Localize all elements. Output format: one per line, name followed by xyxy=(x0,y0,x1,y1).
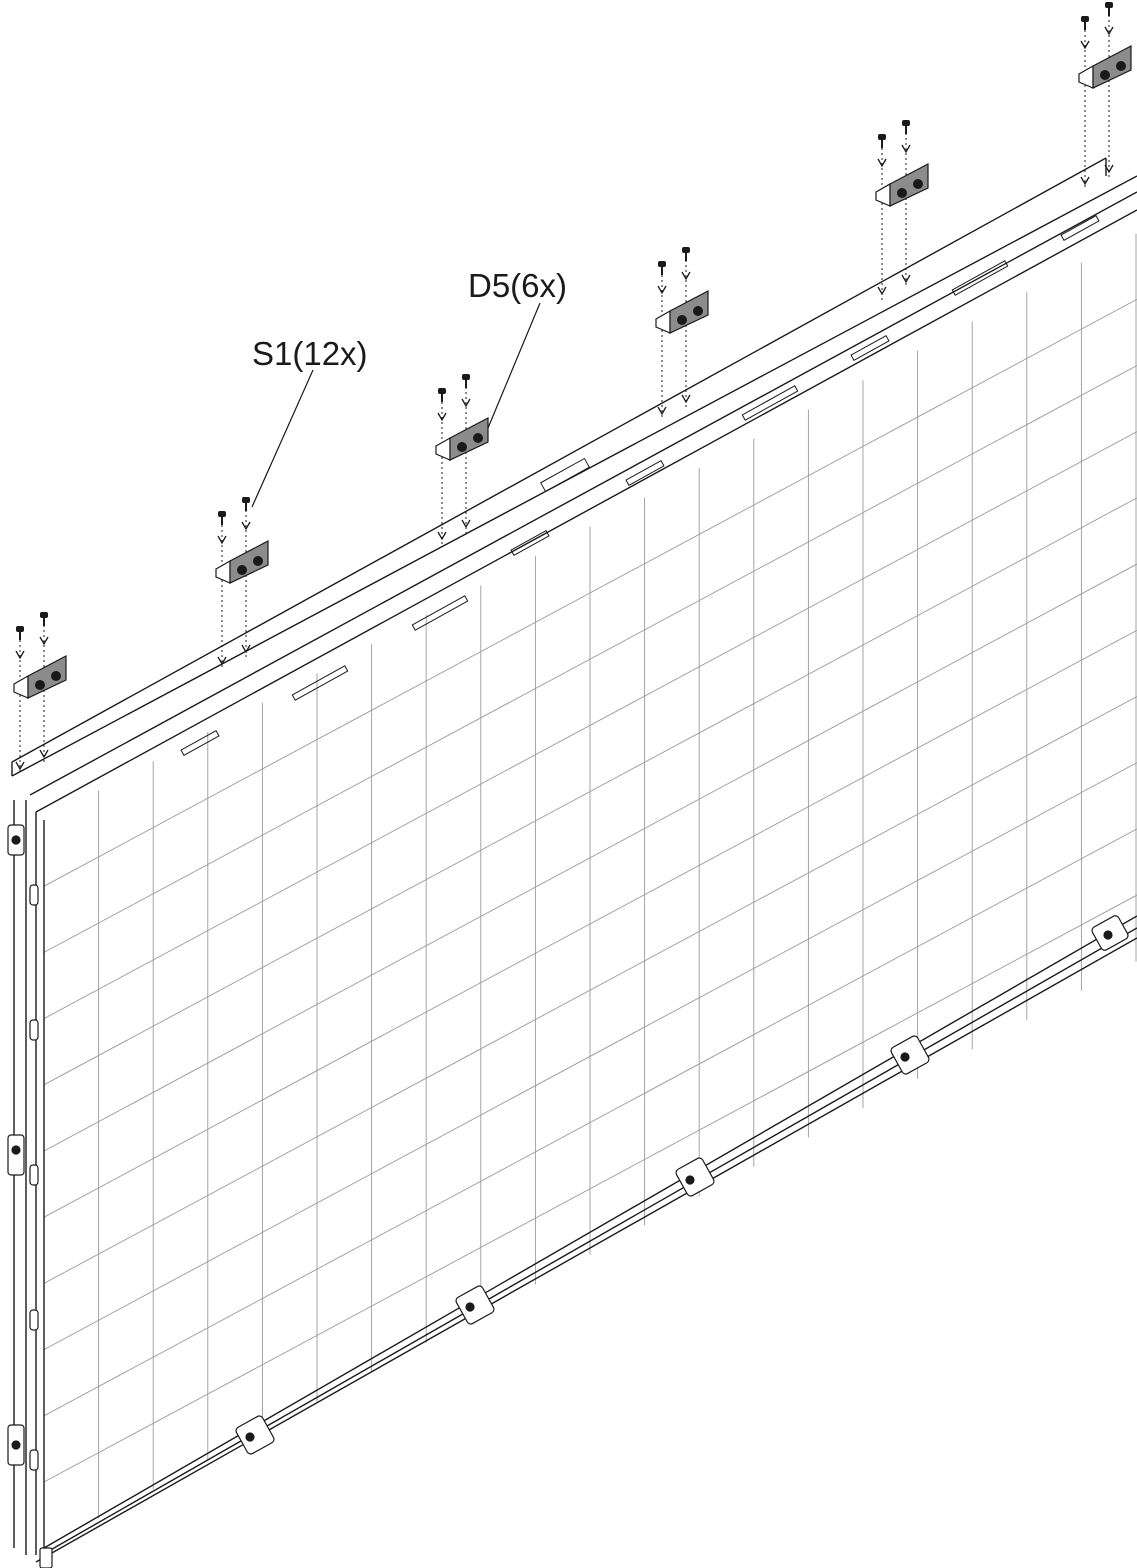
grid-line xyxy=(43,365,1137,953)
screw-icon xyxy=(438,388,446,402)
screw-icon xyxy=(462,374,470,388)
grid-line xyxy=(43,696,1137,1284)
arrow-icon xyxy=(217,656,227,666)
bracket-plate-icon xyxy=(215,540,269,584)
arrow-icon xyxy=(681,394,691,404)
screw-icon xyxy=(16,626,24,640)
screw-icon xyxy=(40,612,48,626)
bracket-plate-icon xyxy=(435,417,489,461)
grid-line xyxy=(43,298,1137,887)
bottom-clip xyxy=(235,1415,275,1455)
bracket-plate-icon xyxy=(1078,45,1132,89)
bracket-assembly xyxy=(875,120,929,300)
arrow-icon xyxy=(1080,40,1090,50)
arrow-icon xyxy=(1104,164,1114,174)
panel-frame xyxy=(11,157,1137,1563)
bracket-assembly xyxy=(1078,2,1132,190)
left-edge-clips xyxy=(7,824,53,1568)
arrow-icon xyxy=(241,521,251,531)
arrow-icon xyxy=(1080,176,1090,186)
arrow-icon xyxy=(877,158,887,168)
bottom-clip xyxy=(675,1157,715,1197)
mounting-brackets xyxy=(13,2,1132,775)
screw-icon xyxy=(878,134,886,148)
led-panel-grid xyxy=(43,233,1137,1548)
grid-line xyxy=(43,828,1137,1417)
bracket-assembly xyxy=(215,497,269,670)
bracket-callout-label: D5(6x) xyxy=(468,267,567,304)
arrow-icon xyxy=(241,644,251,654)
screw-icon xyxy=(1105,2,1113,16)
screw-icon xyxy=(1081,16,1089,30)
bottom-clip xyxy=(1091,915,1129,951)
arrow-icon xyxy=(461,398,471,408)
screw-callout-label: S1(12x) xyxy=(252,335,368,372)
grid-line xyxy=(43,762,1137,1350)
arrow-icon xyxy=(681,271,691,281)
arrow-icon xyxy=(39,749,49,759)
arrow-icon xyxy=(877,286,887,296)
callout-leaders xyxy=(251,302,541,508)
grid-line xyxy=(43,629,1137,1218)
screw-icon xyxy=(902,120,910,134)
grid-line xyxy=(43,431,1137,1019)
bracket-assembly xyxy=(435,374,489,545)
arrow-icon xyxy=(657,406,667,416)
grid-line xyxy=(43,497,1137,1086)
screw-leader-line xyxy=(251,369,314,508)
arrow-icon xyxy=(437,412,447,422)
top-rail-slots xyxy=(180,215,1100,756)
bracket-leader-line xyxy=(487,302,541,429)
bracket-plate-icon xyxy=(13,655,67,699)
screw-icon xyxy=(658,261,666,275)
arrow-icon xyxy=(437,531,447,541)
arrow-icon xyxy=(15,761,25,771)
arrow-icon xyxy=(217,535,227,545)
arrow-icon xyxy=(657,285,667,295)
bracket-assembly xyxy=(13,612,67,775)
arrow-icon xyxy=(15,650,25,660)
screw-icon xyxy=(242,497,250,511)
arrow-icon xyxy=(901,144,911,154)
arrow-icon xyxy=(901,274,911,284)
bracket-plate-icon xyxy=(875,163,929,207)
bracket-plate-icon xyxy=(655,290,709,334)
arrow-icon xyxy=(39,636,49,646)
screw-icon xyxy=(218,511,226,525)
bottom-rail-clips xyxy=(235,915,1129,1455)
screw-icon xyxy=(682,247,690,261)
bottom-clip xyxy=(890,1035,930,1075)
bottom-clip xyxy=(455,1285,495,1325)
grid-line xyxy=(43,563,1137,1152)
grid-line xyxy=(43,894,1137,1483)
arrow-icon xyxy=(461,519,471,529)
arrow-icon xyxy=(1104,26,1114,36)
bracket-assembly xyxy=(655,247,709,420)
